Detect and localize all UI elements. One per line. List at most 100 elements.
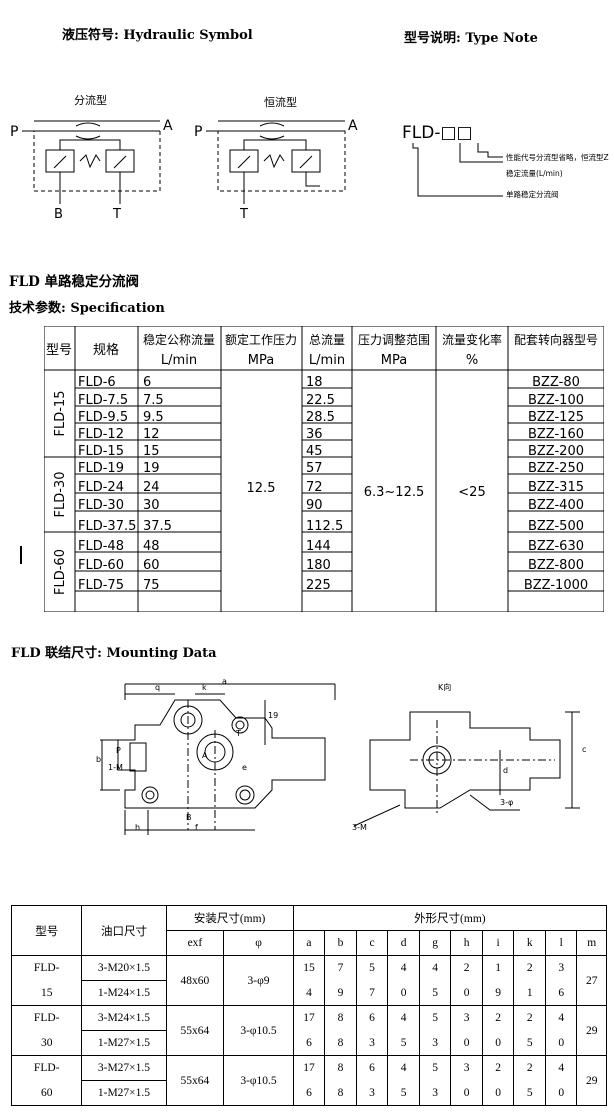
dim-bottom-h: 0: [450, 1080, 483, 1106]
spec-header-cell: 配套转向器型号: [514, 332, 598, 347]
spec-steering-cell: BZZ-100: [528, 393, 584, 408]
header-dim-k: k: [513, 930, 546, 956]
spec-group-label: FLD-15: [53, 391, 68, 437]
dim-bottom-b: 8: [324, 1030, 357, 1056]
dim-bottom-i: 9: [481, 980, 515, 1006]
spec-total-cell: 112.5: [306, 519, 343, 534]
header-phi: φ: [223, 930, 294, 956]
left-port-a: A: [163, 118, 173, 134]
spec-model-cell: FLD-19: [78, 461, 124, 476]
dim-3m-label: 3-M: [352, 823, 367, 832]
spec-group-label: FLD-60: [53, 549, 68, 595]
type-note-line1: 性能代号分流型省略，恒流型Z: [506, 152, 609, 162]
install-exf: 55x64: [165, 1005, 225, 1056]
spec-steering-cell: BZZ-1000: [524, 578, 588, 593]
spec-model-cell: FLD-6: [78, 375, 116, 390]
type-note-heading: 型号说明: Type Note: [404, 31, 538, 46]
spec-steering-cell: BZZ-250: [528, 461, 584, 476]
spec-unit-cell: %: [466, 353, 478, 368]
spec-flow-cell: 12: [143, 427, 160, 442]
header-dim-b: b: [324, 930, 357, 956]
spec-steering-cell: BZZ-800: [528, 558, 584, 573]
dim-top-c: 6: [355, 1055, 389, 1081]
right-port-p: P: [194, 124, 202, 140]
spec-flow-cell: 7.5: [143, 393, 164, 408]
dim-bottom-k: 1: [513, 980, 546, 1006]
spec-flow-cell: 6: [143, 375, 151, 390]
dim-m: 29: [576, 1005, 607, 1056]
left-port-t: T: [112, 207, 121, 222]
dim-top-k: 2: [513, 1005, 546, 1031]
port-size-2: 1-M27×1.5: [81, 1080, 167, 1106]
header-dim-m: m: [576, 930, 607, 956]
dim-m: 29: [576, 1055, 607, 1106]
spec-steering-cell: BZZ-500: [528, 519, 584, 534]
spec-model-cell: FLD-24: [78, 480, 124, 495]
dim-phi-label: 3-φ: [500, 798, 513, 807]
dim-top-g: 5: [418, 1005, 452, 1031]
header-dim-h: h: [450, 930, 483, 956]
dim-bottom-b: 8: [324, 1080, 357, 1106]
spec-model-cell: FLD-15: [78, 444, 124, 459]
spec-pressure-cell: 12.5: [247, 481, 276, 496]
spec-header-cell: 压力调整范围: [358, 332, 430, 347]
dim-top-b: 8: [324, 1005, 357, 1031]
dim-top-h: 3: [450, 1005, 483, 1031]
spec-steering-cell: BZZ-200: [528, 444, 584, 459]
spec-total-cell: 90: [306, 498, 323, 513]
dim-m: 27: [576, 955, 607, 1006]
dim-top-c: 6: [355, 1005, 389, 1031]
split-type-label: 分流型: [74, 93, 107, 107]
dim-bottom-i: 0: [481, 1080, 515, 1106]
header-dim-g: g: [418, 930, 452, 956]
spec-model-cell: FLD-75: [78, 578, 124, 593]
dim-bottom-c: 7: [355, 980, 389, 1006]
header-dim-c: c: [355, 930, 389, 956]
spec-total-cell: 57: [306, 461, 323, 476]
dim-bottom-a: 6: [292, 1080, 326, 1106]
spec-total-cell: 180: [306, 558, 331, 573]
mount-title: FLD 联结尺寸: Mounting Data: [11, 646, 217, 661]
dim-bottom-h: 0: [450, 1030, 483, 1056]
header-outer: 外形尺寸(mm): [292, 905, 608, 931]
spec-flow-cell: 24: [143, 480, 160, 495]
dim-f-label: f: [195, 823, 198, 832]
spec-header-cell: 规格: [93, 342, 119, 358]
dim-top-d: 4: [387, 1005, 420, 1031]
spec-title: 技术参数: Specification: [9, 301, 165, 316]
spec-steering-cell: BZZ-400: [528, 498, 584, 513]
spec-change-cell: <25: [458, 485, 485, 500]
spec-flow-cell: 48: [143, 539, 160, 554]
dim-k-label: k: [202, 683, 207, 692]
dim-d-label: d: [503, 766, 508, 775]
spec-flow-cell: 30: [143, 498, 160, 513]
spec-model-cell: FLD-48: [78, 539, 124, 554]
spec-steering-cell: BZZ-125: [528, 410, 584, 425]
model-name-top: FLD-: [10, 1055, 83, 1081]
spec-model-cell: FLD-9.5: [78, 410, 128, 425]
spec-model-cell: FLD-60: [78, 558, 124, 573]
spec-steering-cell: BZZ-315: [528, 480, 584, 495]
spec-steering-cell: BZZ-160: [528, 427, 584, 442]
model-name-bottom: 30: [10, 1030, 83, 1056]
spec-total-cell: 72: [306, 480, 323, 495]
text-cursor: [20, 546, 22, 564]
type-note-line2: 稳定流量(L/min): [506, 168, 563, 178]
dim-e-label: e: [242, 763, 247, 772]
mounting-drawing: a q k 19 b P T A B h f e 1-M K向 c d 3-φ …: [96, 677, 586, 835]
dim-a-label: a: [222, 677, 227, 686]
header-dim-a: a: [292, 930, 326, 956]
dim-top-b: 7: [324, 955, 357, 981]
install-phi: 3-φ10.5: [223, 1005, 294, 1056]
dim-top-i: 1: [481, 955, 515, 981]
install-exf: 48x60: [165, 955, 225, 1006]
spec-total-cell: 28.5: [306, 410, 335, 425]
hydraulic-symbol-heading: 液压符号: Hydraulic Symbol: [62, 28, 253, 43]
dim-c-label: c: [582, 745, 586, 754]
dim-top-i: 2: [481, 1055, 515, 1081]
spec-flow-cell: 19: [143, 461, 160, 476]
dim-bottom-l: 6: [544, 980, 578, 1006]
dim-top-i: 2: [481, 1005, 515, 1031]
spec-header-cell: 总流量: [309, 333, 345, 347]
dim-bottom-l: 0: [544, 1030, 578, 1056]
